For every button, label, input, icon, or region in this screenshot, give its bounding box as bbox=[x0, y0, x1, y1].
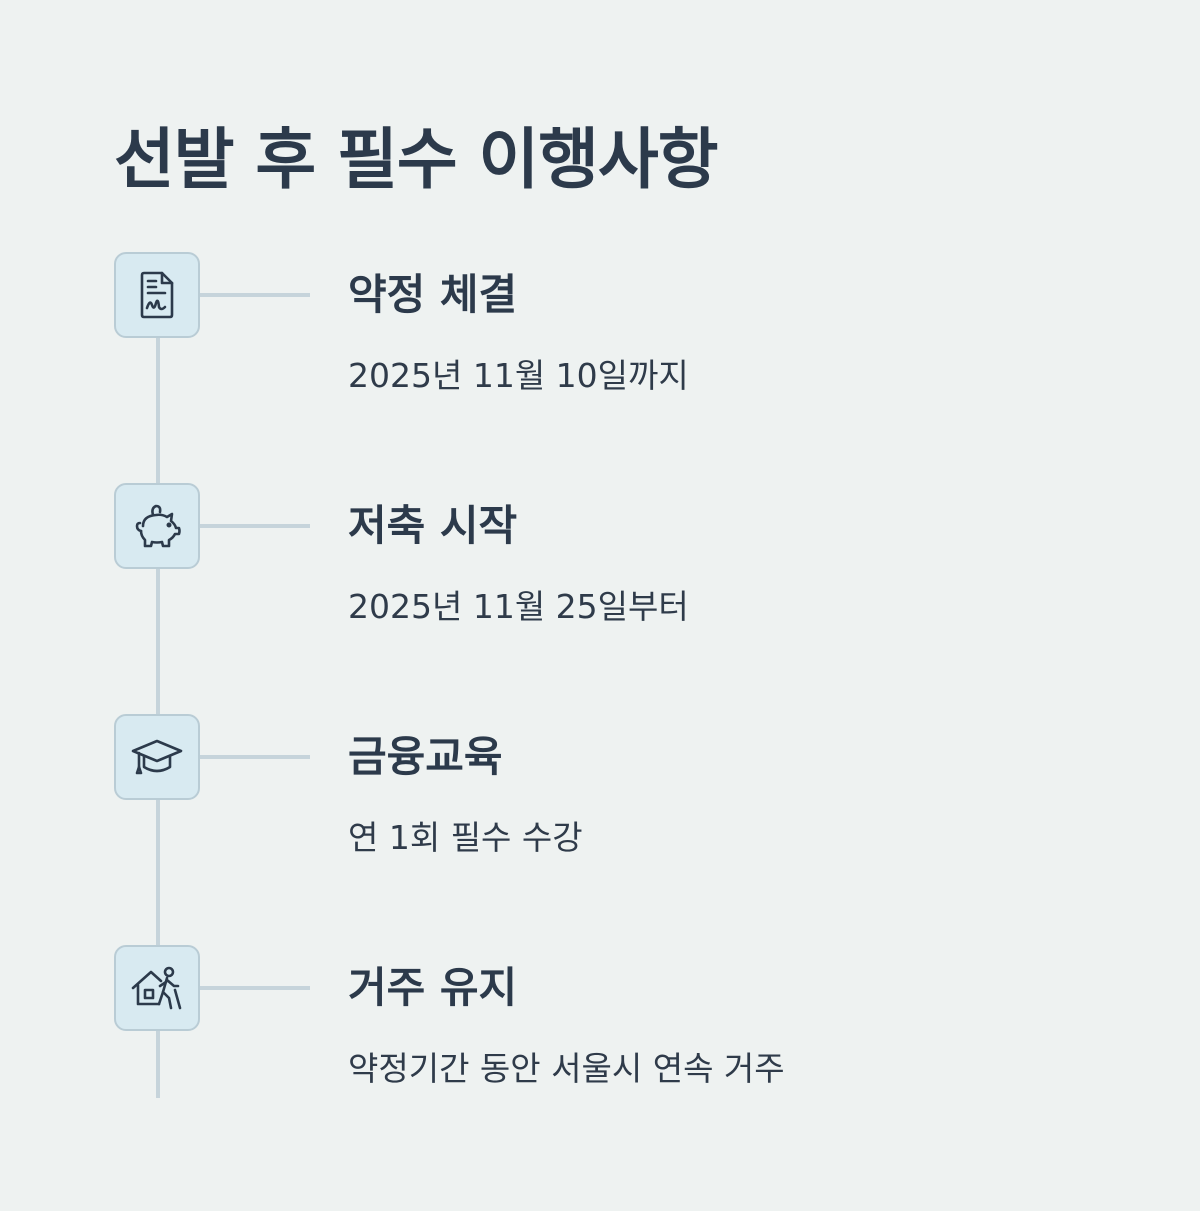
step-title: 약정 체결 bbox=[348, 270, 518, 319]
graduation-cap-icon bbox=[114, 714, 200, 800]
timeline-rail bbox=[156, 300, 160, 1098]
piggy-bank-icon bbox=[114, 483, 200, 569]
step-description: 2025년 11월 10일까지 bbox=[348, 356, 689, 395]
step-description: 약정기간 동안 서울시 연속 거주 bbox=[348, 1049, 785, 1088]
timeline-step: 금융교육 연 1회 필수 수강 bbox=[0, 714, 1200, 914]
timeline-step: 약정 체결 2025년 11월 10일까지 bbox=[0, 252, 1200, 452]
step-title: 금융교육 bbox=[348, 732, 503, 781]
step-connector bbox=[200, 293, 310, 297]
step-connector bbox=[200, 755, 310, 759]
step-title: 저축 시작 bbox=[348, 501, 518, 550]
timeline-step: 저축 시작 2025년 11월 25일부터 bbox=[0, 483, 1200, 683]
signed-document-icon bbox=[114, 252, 200, 338]
step-title: 거주 유지 bbox=[348, 963, 518, 1012]
step-description: 2025년 11월 25일부터 bbox=[348, 587, 689, 626]
step-connector bbox=[200, 524, 310, 528]
timeline-step: 거주 유지 약정기간 동안 서울시 연속 거주 bbox=[0, 945, 1200, 1145]
house-resident-icon bbox=[114, 945, 200, 1031]
step-connector bbox=[200, 986, 310, 990]
page-title: 선발 후 필수 이행사항 bbox=[114, 121, 718, 198]
step-description: 연 1회 필수 수강 bbox=[348, 818, 583, 857]
